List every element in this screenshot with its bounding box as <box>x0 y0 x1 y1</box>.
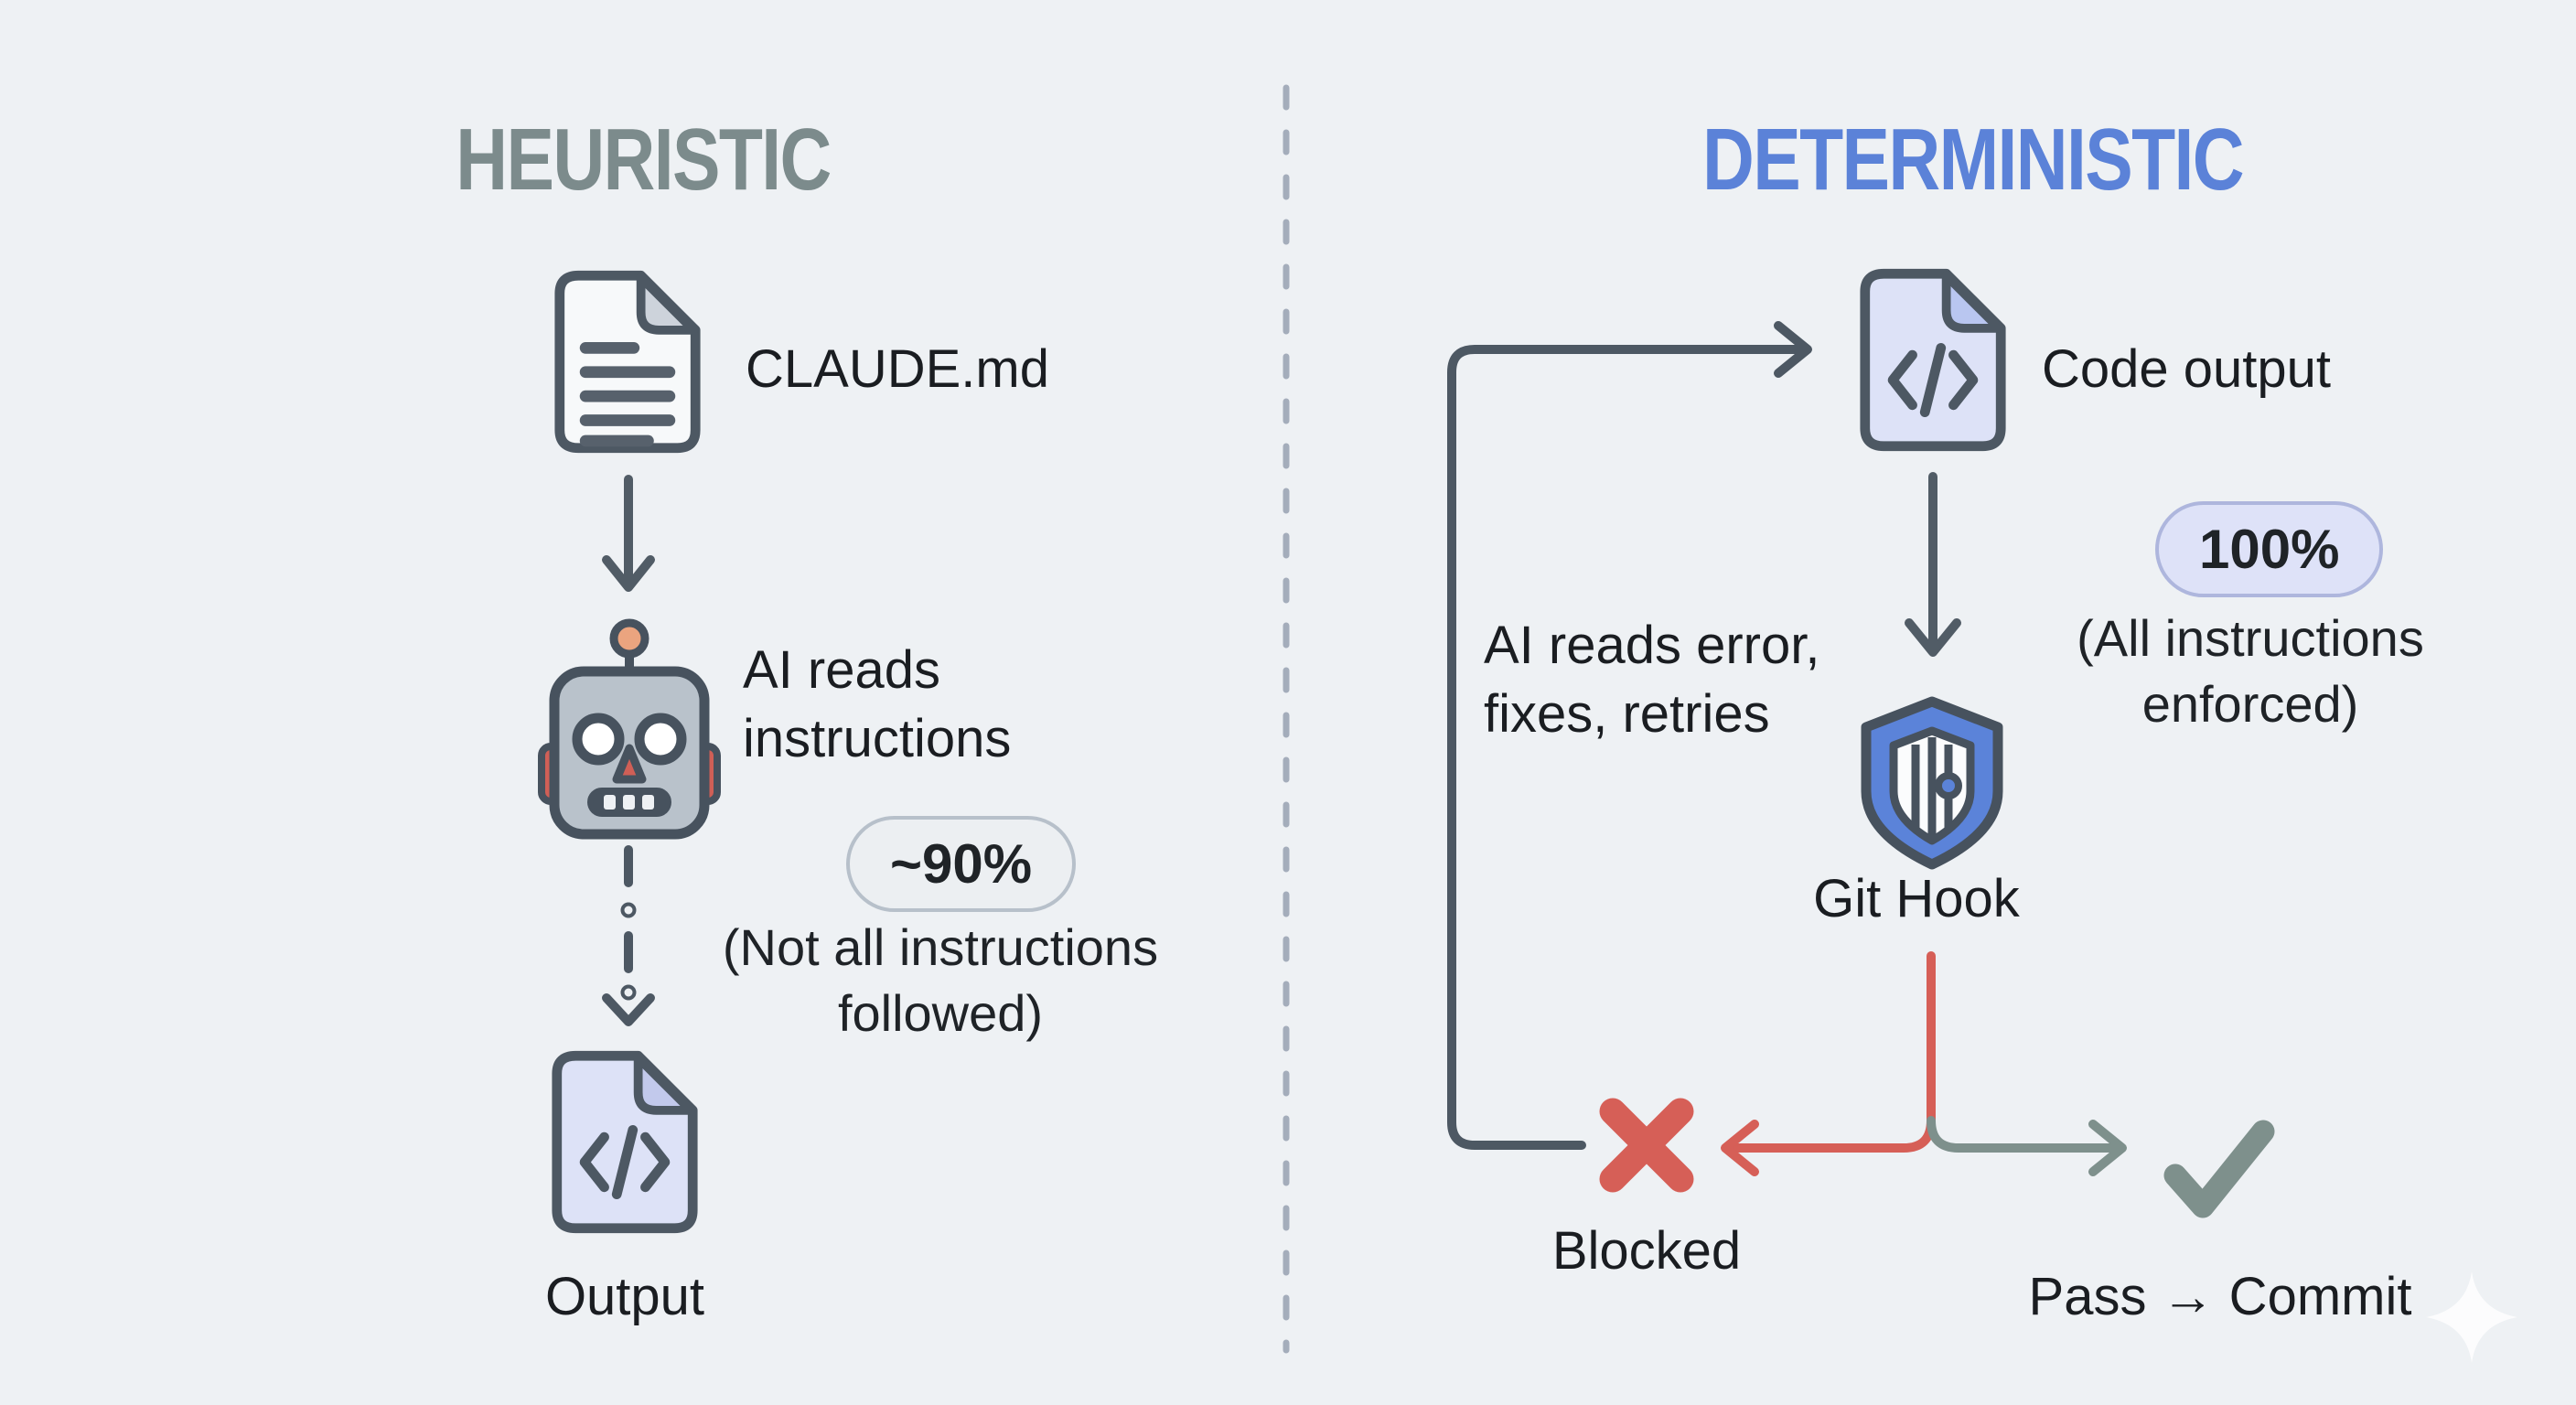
output-label: Output <box>544 1267 705 1326</box>
arrow-down-icon <box>602 475 655 592</box>
deterministic-title: DETERMINISTIC <box>1702 111 2245 209</box>
code-file-icon <box>1860 268 2006 452</box>
sparkle-icon <box>2426 1271 2517 1363</box>
blocked-branch-arrow <box>1721 951 1936 1176</box>
git-hook-label: Git Hook <box>1813 869 2020 928</box>
x-icon <box>1599 1098 1694 1193</box>
heuristic-badge-caption: (Not all instructions followed) <box>722 918 1159 1042</box>
robot-icon <box>538 618 721 840</box>
heuristic-badge: ~90% <box>846 816 1077 912</box>
deterministic-badge: 100% <box>2155 501 2384 597</box>
document-icon <box>554 270 701 454</box>
pass-commit-label: Pass → Commit <box>2028 1267 2412 1326</box>
divider-dashed-line <box>1283 84 1290 1354</box>
arrow-down-icon <box>1905 472 1961 657</box>
code-file-icon <box>552 1050 698 1234</box>
dashed-arrow-icon <box>602 845 655 1026</box>
doc-label: CLAUDE.md <box>746 339 1049 399</box>
heuristic-title: HEURISTIC <box>456 111 832 209</box>
robot-label: AI reads instructions <box>743 640 1012 769</box>
deterministic-badge-caption: (All instructions enforced) <box>2077 609 2424 733</box>
blocked-label: Blocked <box>1551 1221 1742 1281</box>
loop-arrow-icon <box>1447 321 1812 1150</box>
pass-branch-arrow <box>1927 1116 2127 1176</box>
shield-icon <box>1861 696 2003 870</box>
code-output-label: Code output <box>2042 339 2332 399</box>
loop-label: AI reads error, fixes, retries <box>1484 616 1820 745</box>
check-icon <box>2163 1120 2275 1218</box>
githook-branch-lines <box>1721 951 2127 1176</box>
